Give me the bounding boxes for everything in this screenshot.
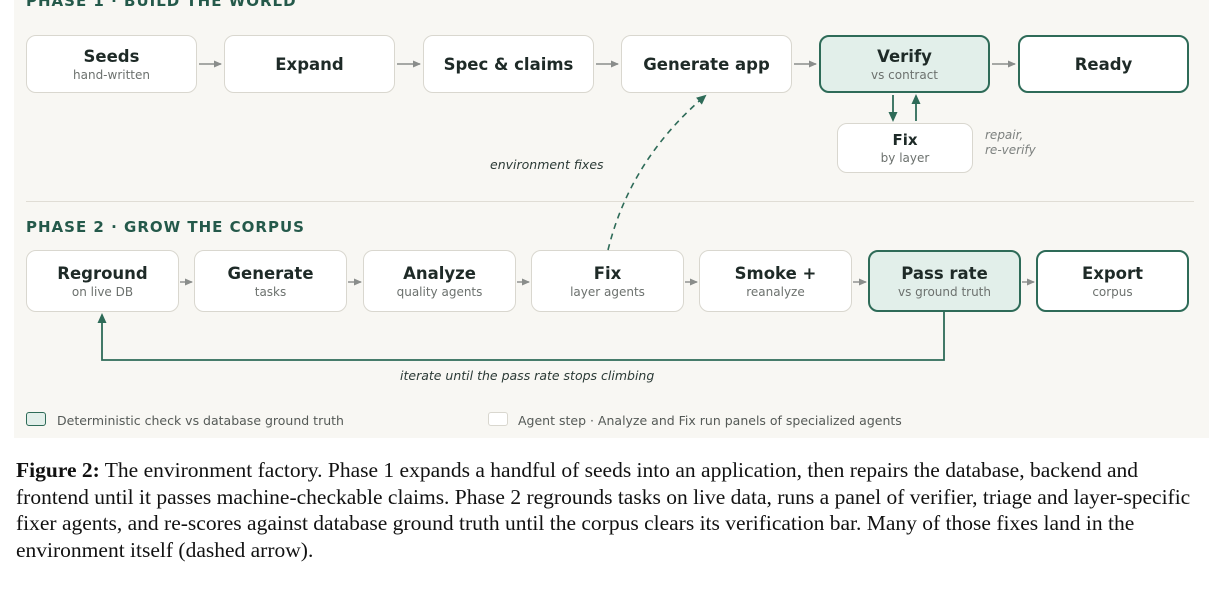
environment-fixes-label: environment fixes — [490, 157, 604, 172]
node-title: Ready — [1074, 54, 1133, 74]
node-title: Generate — [227, 263, 314, 283]
node-subtitle: vs ground truth — [898, 284, 991, 299]
node-verify: Verify vs contract — [819, 35, 990, 93]
caption-label: Figure 2: — [16, 458, 100, 482]
node-title: Fix — [593, 263, 622, 283]
node-subtitle: hand-written — [73, 67, 150, 82]
node-title: Export — [1081, 263, 1144, 283]
node-title: Pass rate — [901, 263, 988, 283]
node-expand: Expand — [224, 35, 395, 93]
figure-panel — [14, 0, 1209, 438]
caption-text: The environment factory. Phase 1 expands… — [16, 458, 1191, 562]
loop-label: iterate until the pass rate stops climbi… — [400, 368, 655, 383]
node-title: Seeds — [83, 46, 140, 66]
node-title: Generate app — [643, 54, 770, 74]
node-title: Reground — [57, 263, 148, 283]
node-title: Analyze — [403, 263, 476, 283]
node-fix-layer-agents: Fix layer agents — [531, 250, 684, 312]
node-analyze: Analyze quality agents — [363, 250, 516, 312]
node-subtitle: corpus — [1092, 284, 1133, 299]
node-subtitle: on live DB — [71, 284, 134, 299]
node-subtitle: vs contract — [870, 67, 938, 82]
legend-swatch-agent — [488, 412, 508, 426]
node-spec-claims: Spec & claims — [423, 35, 594, 93]
fix-note-line-2: re-verify — [985, 143, 1036, 157]
node-ready: Ready — [1018, 35, 1189, 93]
fix-note-line-1: repair, — [985, 128, 1024, 142]
node-subtitle: tasks — [254, 284, 287, 299]
node-title: Smoke + — [734, 263, 817, 283]
node-subtitle: layer agents — [570, 284, 645, 299]
node-pass-rate: Pass rate vs ground truth — [868, 250, 1021, 312]
phase-divider — [26, 201, 1194, 202]
connector-arrows — [97, 60, 1035, 361]
node-title: Expand — [275, 54, 344, 74]
phase1-title: PHASE 1 · BUILD THE WORLD — [26, 0, 297, 10]
arrow-environment-fixes — [607, 94, 707, 251]
legend-deterministic: Deterministic check vs database ground t… — [57, 413, 344, 428]
node-fix-by-layer: Fix by layer — [837, 123, 973, 173]
node-subtitle: by layer — [880, 150, 930, 165]
arrow-iterate-loop — [97, 312, 945, 361]
phase2-title: PHASE 2 · GROW THE CORPUS — [26, 218, 305, 236]
node-export: Export corpus — [1036, 250, 1189, 312]
fix-note: repair, re-verify — [985, 128, 1036, 158]
node-title: Verify — [877, 46, 932, 66]
node-title: Fix — [892, 130, 918, 149]
node-title: Spec & claims — [443, 54, 574, 74]
node-reground: Reground on live DB — [26, 250, 179, 312]
node-smoke-reanalyze: Smoke + reanalyze — [699, 250, 852, 312]
legend-swatch-deterministic — [26, 412, 46, 426]
node-generate-tasks: Generate tasks — [194, 250, 347, 312]
node-seeds: Seeds hand-written — [26, 35, 197, 93]
figure-caption: Figure 2: The environment factory. Phase… — [16, 457, 1211, 563]
node-subtitle: reanalyze — [746, 284, 805, 299]
node-subtitle: quality agents — [396, 284, 483, 299]
legend-agent: Agent step · Analyze and Fix run panels … — [518, 413, 902, 428]
node-generate-app: Generate app — [621, 35, 792, 93]
